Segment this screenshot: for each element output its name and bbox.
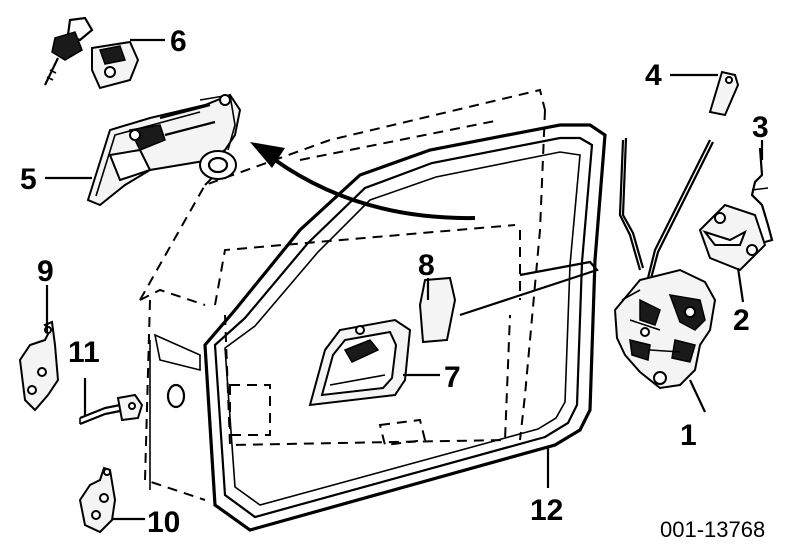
figure-code: 001-13768 xyxy=(660,517,765,542)
door-shell-outline xyxy=(139,88,546,501)
callout-5: 5 xyxy=(20,163,37,196)
callout-3: 3 xyxy=(752,111,769,144)
lock-cylinder-with-key xyxy=(44,16,140,90)
callout-labels: 1 2 3 4 5 6 7 8 9 10 11 12 xyxy=(20,25,769,539)
linkage-rods xyxy=(459,137,714,317)
callout-9: 9 xyxy=(37,255,54,288)
door-inner-panel xyxy=(149,333,271,490)
callout-10: 10 xyxy=(147,506,180,539)
upper-door-hinge xyxy=(18,320,60,412)
weatherstrip-seal xyxy=(203,123,607,532)
callout-2: 2 xyxy=(733,304,750,337)
callout-6: 6 xyxy=(170,25,187,58)
callout-1: 1 xyxy=(680,419,697,452)
callout-8: 8 xyxy=(418,249,435,282)
lower-door-hinge xyxy=(78,466,117,534)
callout-11: 11 xyxy=(68,336,100,369)
callout-4: 4 xyxy=(645,59,662,92)
door-striker xyxy=(698,203,767,272)
spring-clip xyxy=(750,147,774,244)
callout-12: 12 xyxy=(530,494,563,527)
door-latch-assembly xyxy=(613,268,717,390)
door-check-link xyxy=(79,393,144,426)
handle-bezel xyxy=(418,276,457,344)
inside-door-handle xyxy=(308,318,412,407)
leader-lines xyxy=(45,38,764,521)
install-arrow xyxy=(250,142,476,221)
striker-cover xyxy=(708,70,740,117)
outside-door-handle xyxy=(86,93,242,207)
callout-7: 7 xyxy=(444,361,461,394)
